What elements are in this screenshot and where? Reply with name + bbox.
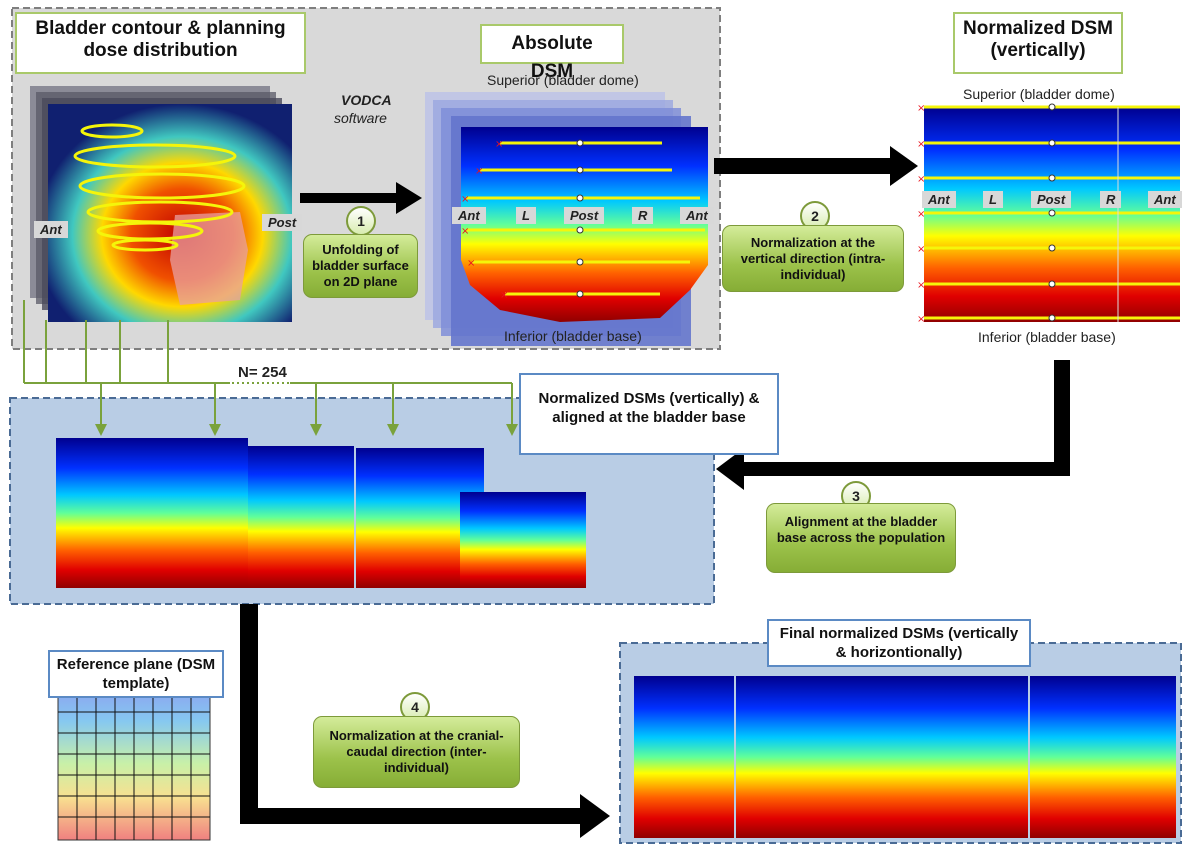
abs-post-marker-4 <box>576 226 584 234</box>
ant-tag-abs-right: Ant <box>680 207 714 224</box>
step-4-box: Normalization at the cranial-caudal dire… <box>313 716 520 788</box>
software-name: VODCA <box>341 92 392 108</box>
norm-ant-marker-1: × <box>917 103 925 114</box>
abs-ant-marker-6: × <box>500 290 508 301</box>
absolute-dsm-stack <box>425 92 708 346</box>
superior-label-normalized: Superior (bladder dome) <box>963 86 1115 102</box>
r-tag-norm: R <box>1100 191 1122 208</box>
abs-ant-marker-3: × <box>461 194 469 205</box>
absolute-dsm-map <box>461 127 708 322</box>
arrow-to-absolute-dsm <box>300 182 422 214</box>
norm-post-marker-5 <box>1048 244 1056 252</box>
normalized-dsm-label: Normalized DSM (vertically) <box>953 12 1123 74</box>
norm-post-marker-1 <box>1048 103 1056 111</box>
final-dsm-map-2 <box>736 676 834 838</box>
final-dsms-label: Final normalized DSMs (vertically & hori… <box>767 619 1031 667</box>
l-tag-abs: L <box>516 207 536 224</box>
arrow-to-aligned-dsms <box>716 360 1070 490</box>
final-dsm-map-1 <box>634 676 734 838</box>
abs-post-marker-3 <box>576 194 584 202</box>
reference-template-grid <box>57 669 211 841</box>
step-2-box: Normalization at the vertical direction … <box>722 225 904 292</box>
norm-ant-marker-3: × <box>917 174 925 185</box>
norm-post-marker-4 <box>1048 209 1056 217</box>
abs-post-marker-2 <box>576 166 584 174</box>
abs-ant-marker-1: × <box>495 139 503 150</box>
aligned-dsm-map-3 <box>248 446 354 588</box>
final-dsm-map-4 <box>930 676 1028 838</box>
r-tag-abs: R <box>632 207 654 224</box>
abs-post-marker-1 <box>576 139 584 147</box>
norm-post-marker-2 <box>1048 139 1056 147</box>
dose-distribution-image <box>48 104 292 322</box>
abs-ant-marker-2: × <box>475 166 483 177</box>
population-branch-arrowheads <box>95 424 518 436</box>
norm-post-marker-3 <box>1048 174 1056 182</box>
arrow-to-normalized-dsm <box>714 146 918 186</box>
aligned-dsms-label: Normalized DSMs (vertically) & aligned a… <box>519 373 779 455</box>
superior-label-absolute: Superior (bladder dome) <box>487 72 639 88</box>
aligned-dsm-map-2 <box>154 438 248 588</box>
flow-arrows <box>240 146 1070 838</box>
norm-post-marker-7 <box>1048 314 1056 322</box>
step-number-1: 1 <box>346 206 376 236</box>
ant-tag-contour: Ant <box>34 221 68 238</box>
post-tag-abs: Post <box>564 207 605 224</box>
norm-ant-marker-2: × <box>917 139 925 150</box>
norm-ant-marker-7: × <box>917 314 925 325</box>
ant-tag-abs-left: Ant <box>452 207 486 224</box>
step-3-box: Alignment at the bladder base across the… <box>766 503 956 573</box>
population-branch-lines <box>23 300 513 428</box>
norm-ant-marker-6: × <box>917 280 925 291</box>
absolute-dsm-label: Absolute DSM <box>480 24 624 82</box>
abs-ant-marker-5: × <box>467 258 475 269</box>
ant-tag-norm-left: Ant <box>922 191 956 208</box>
ant-tag-norm-right: Ant <box>1148 191 1182 208</box>
final-dsm-map-5 <box>1030 676 1176 838</box>
l-tag-norm: L <box>983 191 1003 208</box>
norm-ant-marker-4: × <box>917 209 925 220</box>
aligned-dsm-map-1 <box>56 438 154 588</box>
reference-plane-label: Reference plane (DSM template) <box>48 650 224 698</box>
final-dsm-map-3 <box>834 676 930 838</box>
inferior-label-normalized: Inferior (bladder base) <box>978 329 1116 345</box>
ct-slice-stack <box>30 86 292 322</box>
aligned-dsm-map-5 <box>460 492 586 588</box>
step-1-box: Unfolding of bladder surface on 2D plane <box>303 234 418 298</box>
bladder-contour-rings <box>73 123 246 252</box>
post-tag-contour: Post <box>262 214 303 231</box>
arrow-to-final-dsms <box>240 604 610 838</box>
post-tag-norm: Post <box>1031 191 1072 208</box>
abs-ant-marker-4: × <box>461 226 469 237</box>
abs-post-marker-5 <box>576 258 584 266</box>
software-suffix: software <box>334 110 387 126</box>
abs-post-marker-6 <box>576 290 584 298</box>
bladder-contour-label: Bladder contour & planning dose distribu… <box>15 12 306 74</box>
dsm-maps-group: × × × × × × × × × × × × × <box>56 103 1180 838</box>
population-count: N= 254 <box>238 364 287 381</box>
norm-ant-marker-5: × <box>917 244 925 255</box>
norm-post-marker-6 <box>1048 280 1056 288</box>
inferior-label-absolute: Inferior (bladder base) <box>504 328 642 344</box>
